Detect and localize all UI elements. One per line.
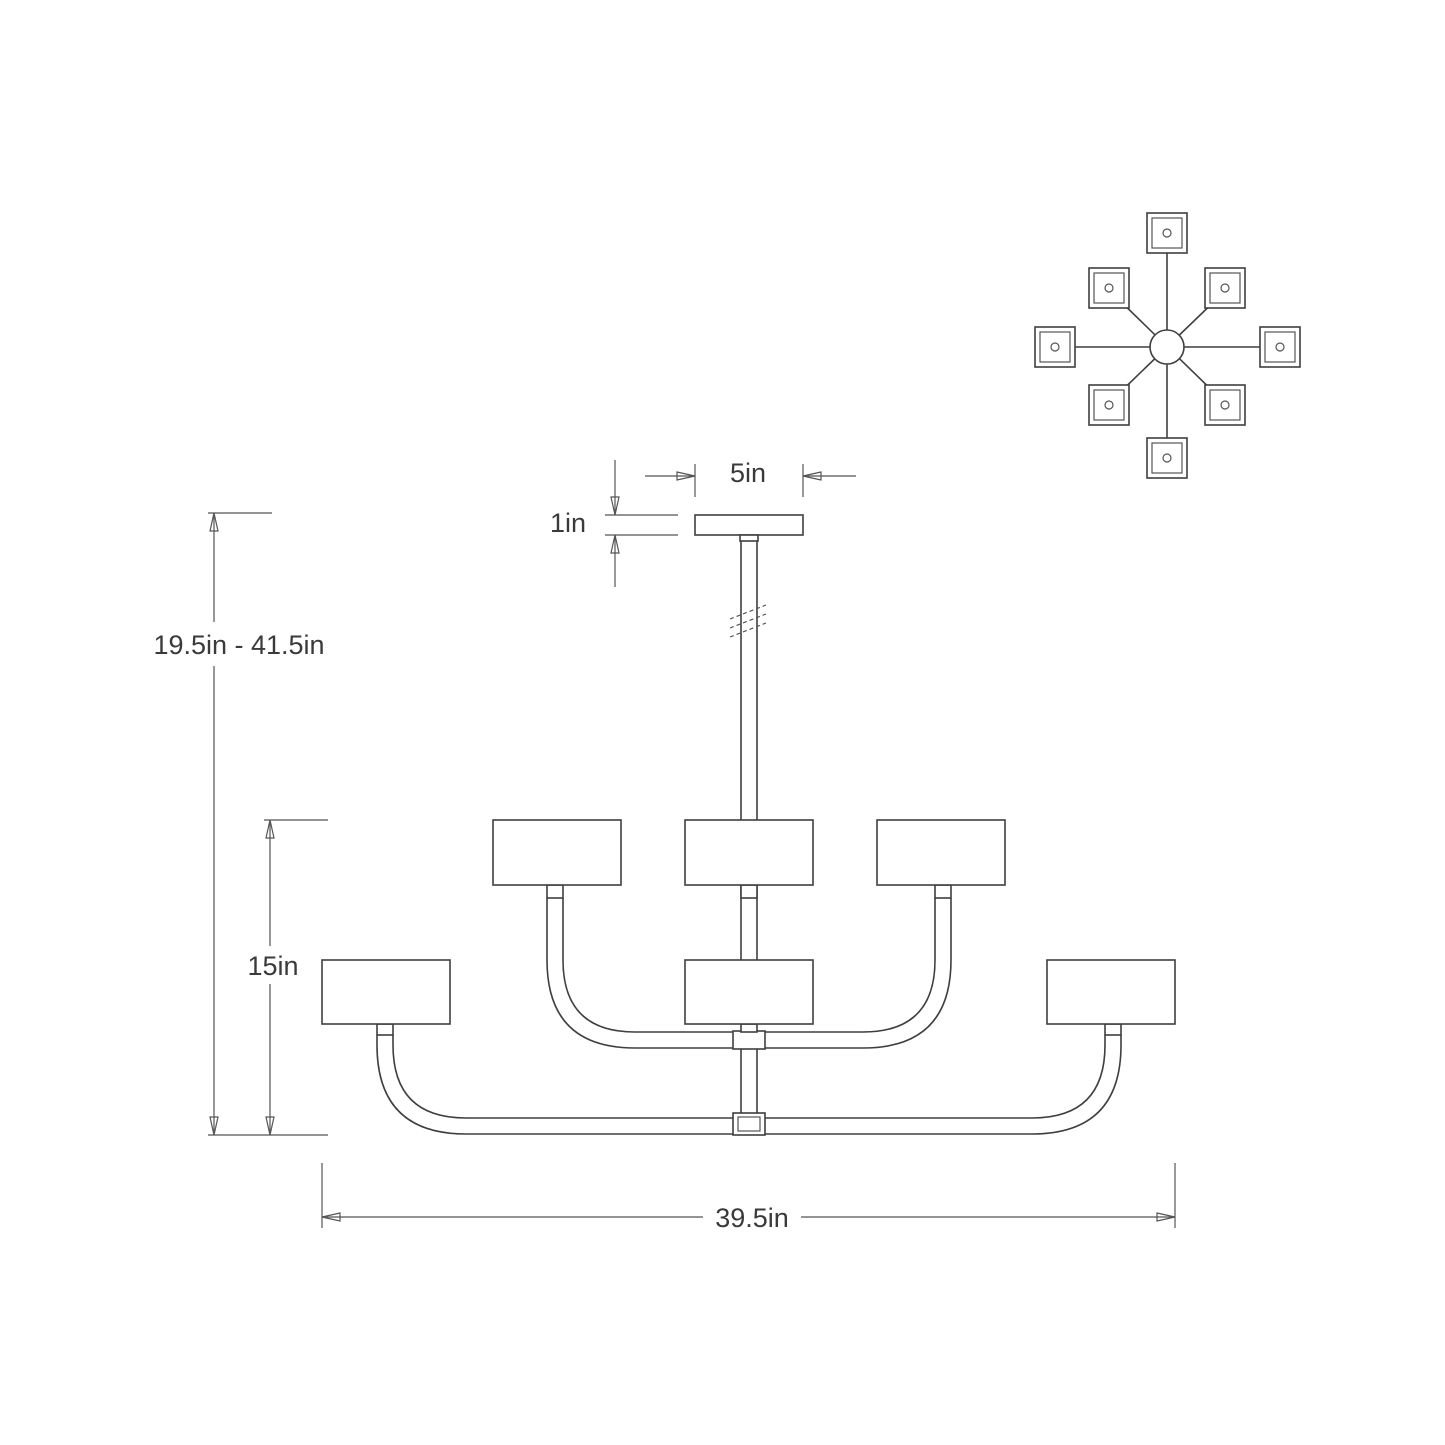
socket-cup [934,884,952,899]
top-view-hub [1149,329,1185,365]
top-view-shade [1204,267,1246,309]
socket-cup [1104,1023,1122,1036]
front-view [321,514,1176,1136]
top-view-shade [1088,384,1130,426]
top-view-shade [1204,384,1246,426]
shade-upper-left [492,819,622,886]
lower-tier-arm [376,1035,1122,1136]
socket-cup [740,884,758,899]
shade-lower-center [684,959,814,1025]
canopy [694,514,804,536]
canopy-height-label: 1in [550,508,586,538]
canopy-height-dimension: 1in [550,460,678,587]
top-view-shade [1146,437,1188,479]
overall-width-label: 39.5in [715,1203,789,1233]
top-view-shade [1088,267,1130,309]
top-view [1034,212,1301,479]
overall-height-dimension: 19.5in - 41.5in [140,512,340,1136]
body-height-label: 15in [247,951,298,981]
socket-cup [546,884,564,899]
shade-upper-right [876,819,1006,886]
top-view-shade [1034,326,1076,368]
shade-lower-left [321,959,451,1025]
body-height-dimension: 15in [244,819,328,1136]
break-marks [729,604,767,638]
canopy-neck [739,534,759,542]
canopy-width-dimension: 5in [645,458,856,497]
overall-height-label: 19.5in - 41.5in [153,630,324,660]
shade-upper-center [684,819,814,886]
socket-cup [376,1023,394,1036]
canopy-width-label: 5in [730,458,766,488]
shade-lower-right [1046,959,1176,1025]
down-rod [740,541,758,1114]
top-view-shade [1146,212,1188,254]
top-view-shade [1259,326,1301,368]
socket-cup [740,1023,758,1033]
overall-width-dimension: 39.5in [321,1163,1176,1236]
